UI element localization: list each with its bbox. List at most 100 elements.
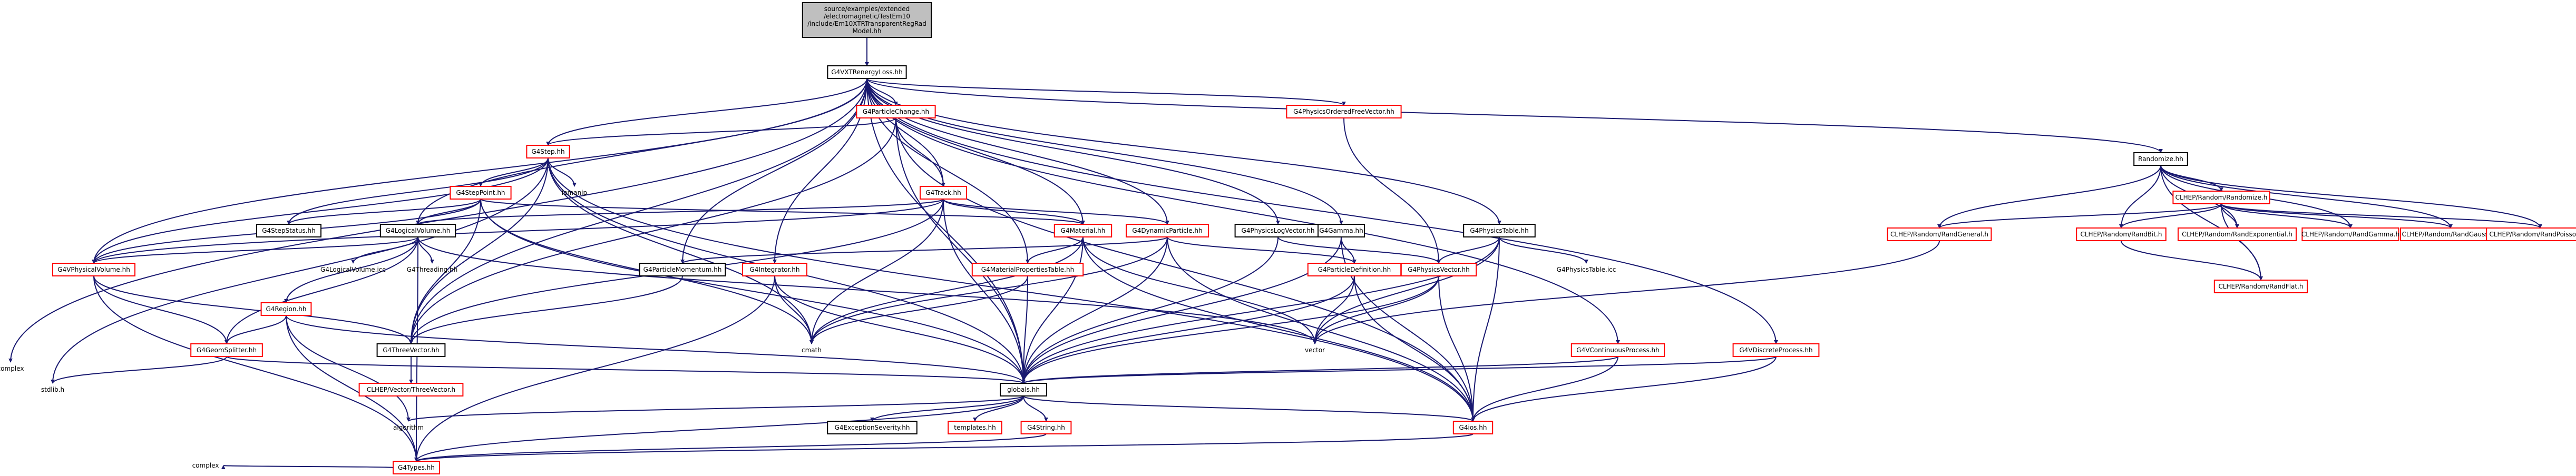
node-g4physicslogvector[interactable]: G4PhysicsLogVector.hh <box>1234 224 1322 237</box>
node-label: G4LogicalVolume.icc <box>320 266 386 273</box>
node-g4particlechange[interactable]: G4ParticleChange.hh <box>856 105 936 118</box>
node-label: source/examples/extended <box>824 5 910 13</box>
node-g4threevector[interactable]: G4ThreeVector.hh <box>376 343 446 357</box>
node-g4material[interactable]: G4Material.hh <box>1053 224 1113 237</box>
node-label: CLHEP/Random/RandGamma.h <box>2301 231 2399 238</box>
node-label: G4String.hh <box>1027 424 1065 431</box>
node-box <box>2178 227 2297 241</box>
node-clhep-exponential[interactable]: CLHEP/Random/RandExponential.h <box>2178 227 2297 241</box>
node-g4physicsordered[interactable]: G4PhysicsOrderedFreeVector.hh <box>1286 105 1402 118</box>
edge-g4vphysicalvolume-to-g4threevector <box>93 275 413 344</box>
node-g4materialprops[interactable]: G4MaterialPropertiesTable.hh <box>971 263 1084 276</box>
node-clhep-randomize[interactable]: CLHEP/Random/Randomize.h <box>2172 191 2270 204</box>
node-g4types[interactable]: G4Types.hh <box>393 461 440 474</box>
node-clhep-poissonq[interactable]: CLHEP/Random/RandPoissonQ.h <box>2486 227 2576 241</box>
node-g4string[interactable]: G4String.hh <box>1020 421 1072 434</box>
node-g4particlemomentum[interactable]: G4ParticleMomentum.hh <box>639 263 726 276</box>
node-label: G4Track.hh <box>925 189 961 196</box>
edge-g4particlechange-to-g4ios <box>895 117 1475 422</box>
node-clhep-general[interactable]: CLHEP/Random/RandGeneral.h <box>1887 227 1992 241</box>
edge-g4material-to-cmath <box>809 236 1084 344</box>
node-clhep-threevector[interactable]: CLHEP/Vector/ThreeVector.h <box>358 383 464 396</box>
edge-g4region-to-globals <box>286 315 1026 384</box>
node-label: algorithm <box>393 424 424 431</box>
node-box <box>450 186 512 200</box>
node-label: G4PhysicsLogVector.hh <box>1242 227 1315 234</box>
edge-g4steppoint-to-g4threevector <box>409 199 481 344</box>
node-g4vxtr[interactable]: G4VXTRenergyLoss.hh <box>827 65 907 79</box>
edge-g4vcontinuous-to-globals <box>1021 356 1618 384</box>
edge-g4track-to-cmath <box>809 199 944 344</box>
node-g4region[interactable]: G4Region.hh <box>260 302 312 316</box>
edge-g4vxtr-to-globals <box>866 78 1026 384</box>
node-g4logicalvolume[interactable]: G4LogicalVolume.hh <box>379 224 456 237</box>
edge-clhep-randomize-to-clhep-general <box>1937 203 2222 229</box>
node-g4geomsplitter[interactable]: G4GeomSplitter.hh <box>190 343 263 357</box>
node-g4stepstatus[interactable]: G4StepStatus.hh <box>256 224 321 237</box>
edge-g4step-to-iomanip <box>548 157 577 187</box>
node-label: G4VXTRenergyLoss.hh <box>831 68 902 76</box>
edge-g4region-to-algorithm <box>286 315 411 422</box>
node-clhep-flat[interactable]: CLHEP/Random/RandFlat.h <box>2213 280 2308 293</box>
edge-g4particledefinition-to-g4ios <box>1354 275 1475 422</box>
node-box <box>742 263 807 276</box>
node-label: G4LogicalVolume.hh <box>386 227 451 234</box>
node-g4ios[interactable]: G4ios.hh <box>1452 421 1494 434</box>
node-g4physicstable[interactable]: G4PhysicsTable.hh <box>1463 224 1536 237</box>
edge-clhep-randomize-to-clhep-flat <box>2221 203 2263 281</box>
node-clhep-gamma[interactable]: CLHEP/Random/RandGamma.h <box>2301 227 2399 241</box>
edge-g4physicslogvector-to-g4physicsvector <box>1277 236 1441 264</box>
node-clhep-bit[interactable]: CLHEP/Random/RandBit.h <box>2076 227 2167 241</box>
edge-globals-to-templates <box>973 395 1024 422</box>
node-label: G4PhysicsVector.hh <box>1408 266 1469 273</box>
edge-g4dynamicparticle-to-globals <box>1021 236 1168 384</box>
node-globals[interactable]: globals.hh <box>1000 383 1047 396</box>
node-label: CLHEP/Random/Randomize.h <box>2175 194 2268 201</box>
node-label: complex <box>192 462 219 469</box>
node-label: G4ExceptionSeverity.hh <box>835 424 910 431</box>
edge-g4particlechange-to-globals <box>895 117 1026 384</box>
node-g4dynamicparticle[interactable]: G4DynamicParticle.hh <box>1126 224 1209 237</box>
edge-g4logicalvolume-to-g4region <box>284 236 418 303</box>
edge-g4physicstable-to-vector <box>1313 236 1500 344</box>
edge-g4physicsvector-to-g4ios <box>1438 275 1475 422</box>
node-box <box>256 224 321 237</box>
node-box <box>1053 224 1113 237</box>
edge-g4materialprops-to-globals <box>1021 275 1028 384</box>
node-label: cmath <box>802 346 822 354</box>
node-root[interactable]: source/examples/extended/electromagnetic… <box>802 2 932 38</box>
edge-g4region-to-g4geomsplitter <box>225 315 287 344</box>
node-g4integrator[interactable]: G4Integrator.hh <box>742 263 807 276</box>
node-label: G4GeomSplitter.hh <box>197 346 257 354</box>
edge-randomize-to-clhep-randomize <box>2160 165 2223 192</box>
node-templates[interactable]: templates.hh <box>948 421 1002 434</box>
node-g4vcontinuous[interactable]: G4VContinuousProcess.hh <box>1570 343 1665 357</box>
node-g4step[interactable]: G4Step.hh <box>526 145 570 158</box>
edge-g4step-to-g4threevector <box>409 157 549 344</box>
edge-g4vphysicalvolume-to-g4types <box>93 275 418 462</box>
node-box <box>1000 383 1047 396</box>
node-label: CLHEP/Random/RandBit.h <box>2080 231 2162 238</box>
node-g4gamma[interactable]: G4Gamma.hh <box>1318 224 1365 237</box>
node-label: stdlib.h <box>41 386 64 393</box>
edge-g4material-to-g4ios <box>1082 236 1475 422</box>
node-algorithm: algorithm <box>393 424 424 431</box>
node-g4physicsvector[interactable]: G4PhysicsVector.hh <box>1400 263 1477 276</box>
node-g4particledefinition[interactable]: G4ParticleDefinition.hh <box>1307 263 1402 276</box>
node-box <box>526 145 570 158</box>
node-g4exceptionseverity[interactable]: G4ExceptionSeverity.hh <box>827 421 918 434</box>
node-randomize[interactable]: Randomize.hh <box>2133 152 2188 166</box>
node-g4vdiscrete[interactable]: G4VDiscreteProcess.hh <box>1732 343 1820 357</box>
node-complex2: complex <box>192 462 219 469</box>
edge-g4logicalvolume-to-g4logicalvolume-icc <box>351 236 418 264</box>
node-g4track[interactable]: G4Track.hh <box>920 186 967 200</box>
edge-g4track-to-g4material <box>943 199 1085 225</box>
edge-g4particlechange-to-g4track <box>895 117 945 187</box>
node-box <box>1318 224 1365 237</box>
node-clhep-gaussq[interactable]: CLHEP/Random/RandGaussQ.h <box>2400 227 2501 241</box>
node-g4vphysicalvolume[interactable]: G4VPhysicalVolume.hh <box>52 263 135 276</box>
node-g4steppoint[interactable]: G4StepPoint.hh <box>450 186 512 200</box>
edge-g4dynamicparticle-to-cmath <box>809 236 1168 344</box>
edge-globals-to-g4exceptionseverity <box>870 395 1024 422</box>
